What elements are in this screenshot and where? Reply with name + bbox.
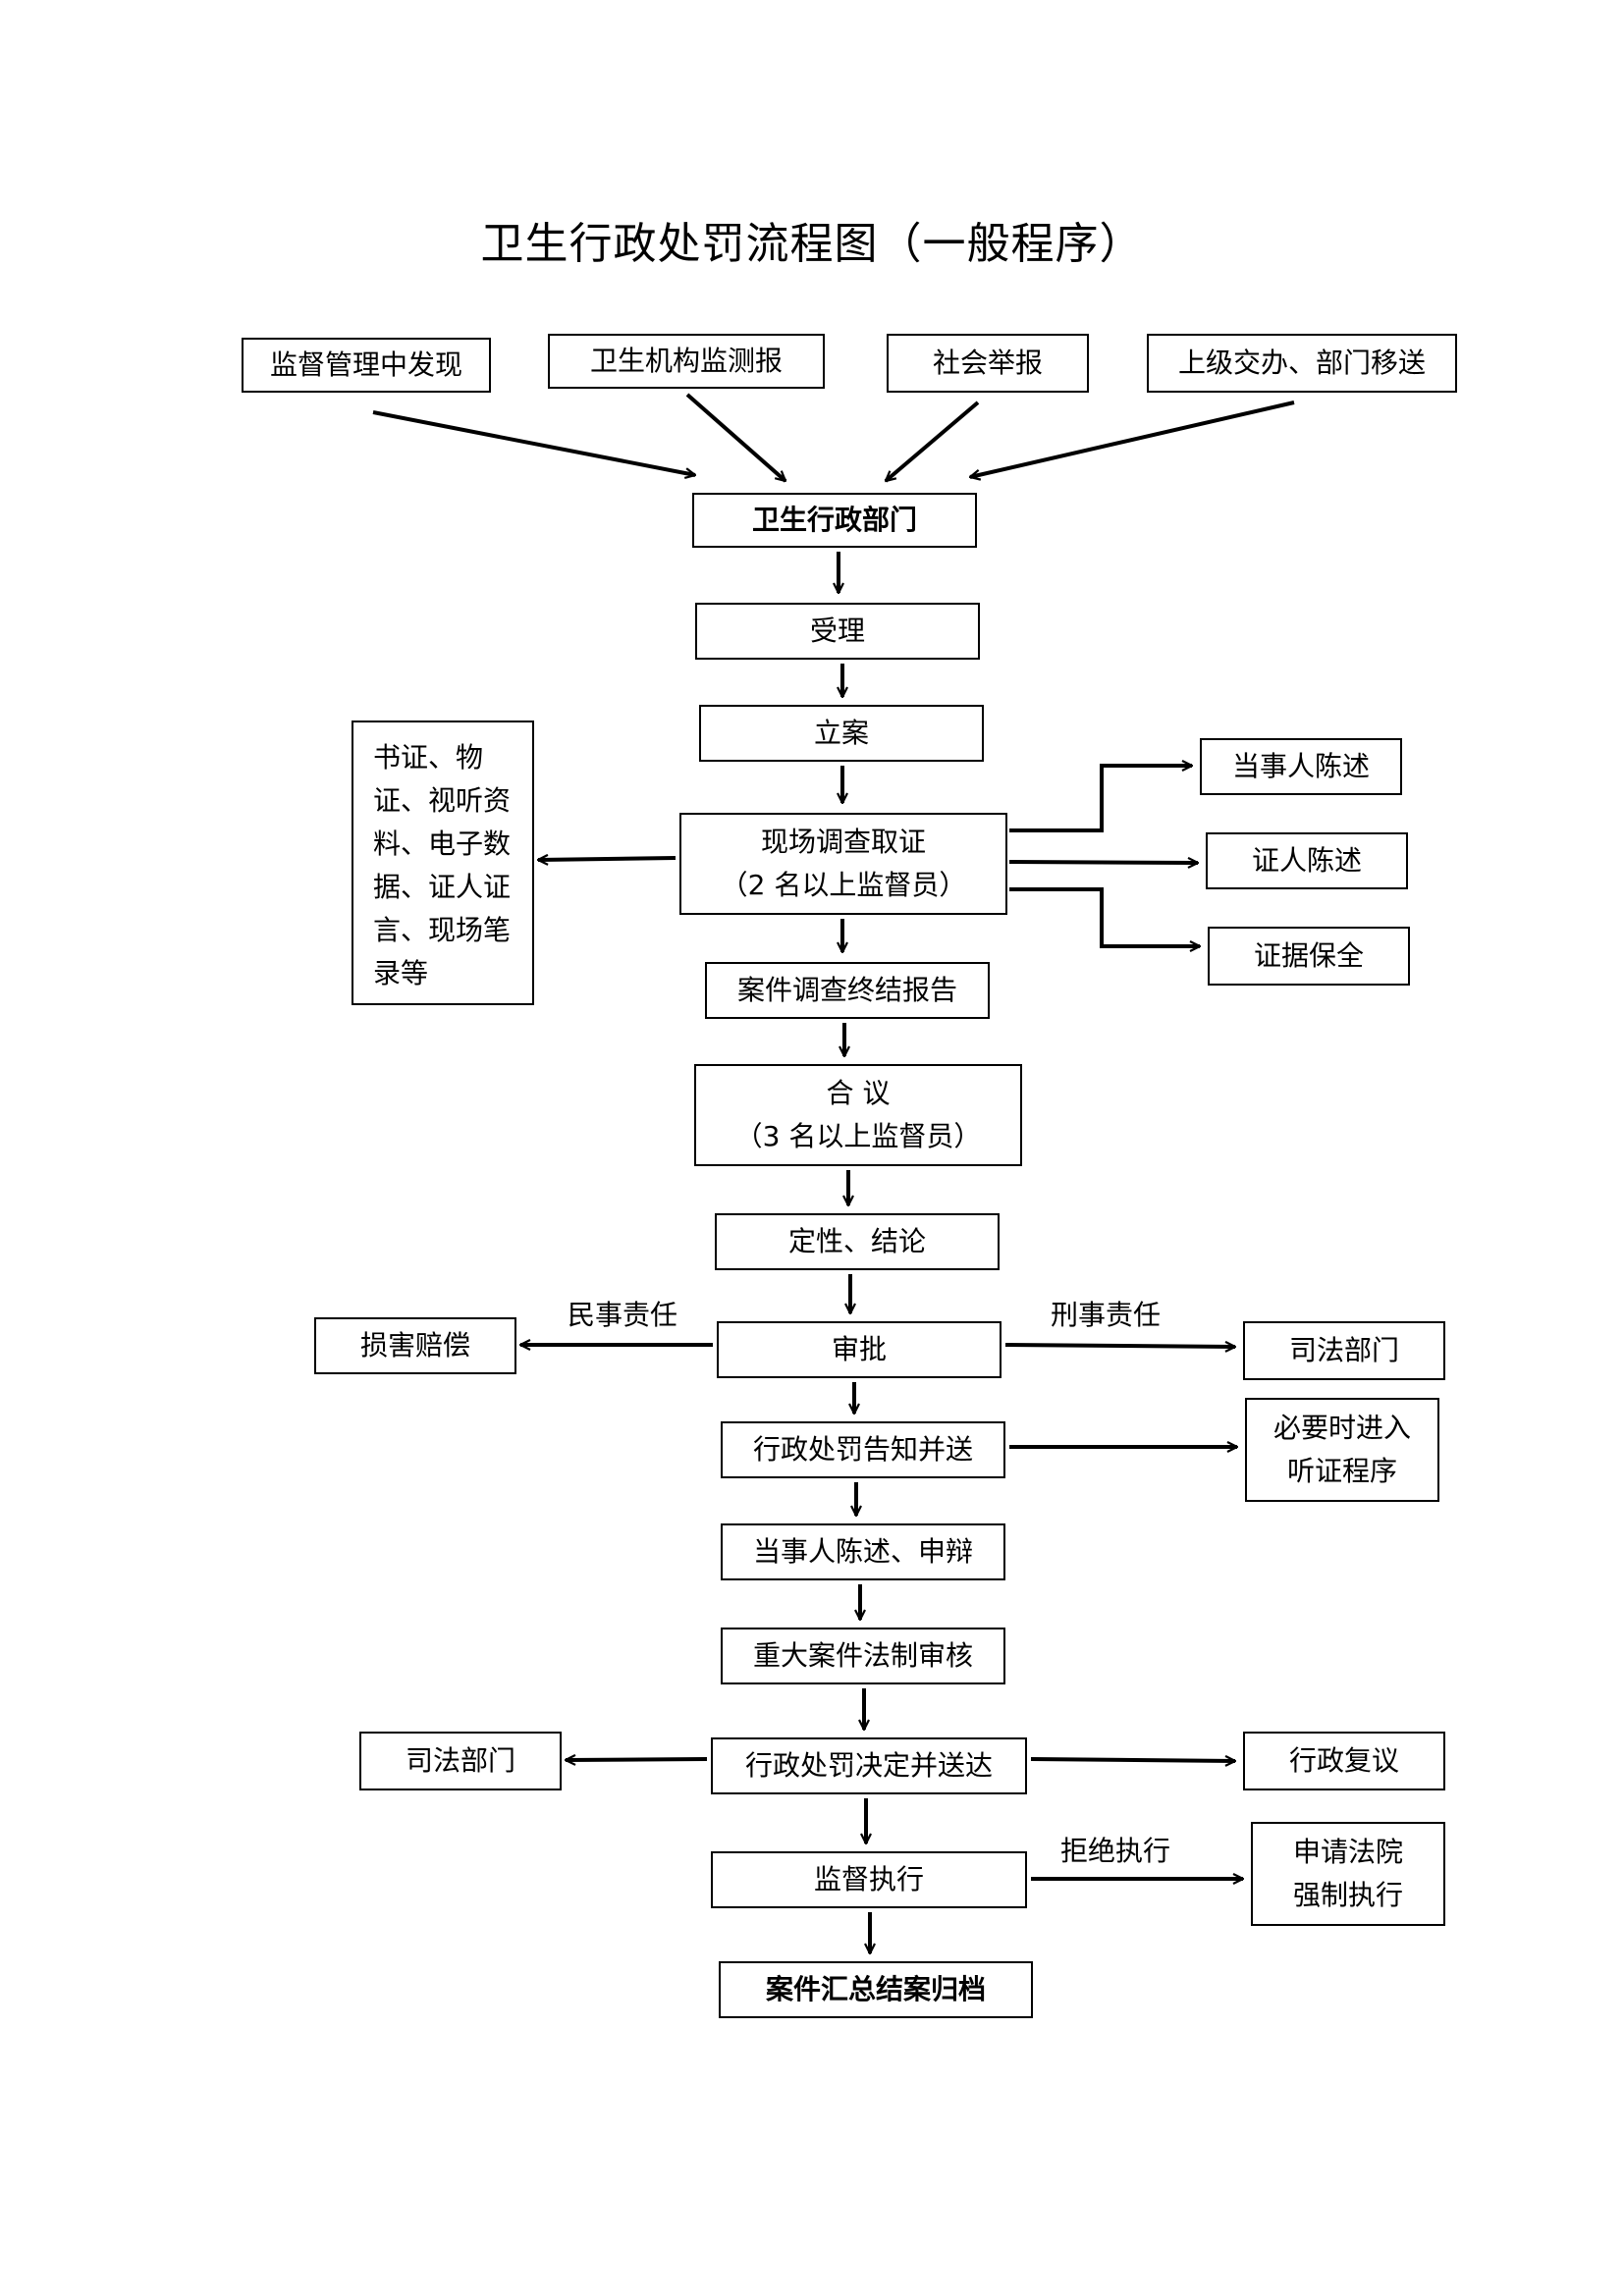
step-collegial-meeting-label: 合 议	[826, 1077, 891, 1109]
arrow-source3-dept	[886, 400, 980, 481]
label-refuse-execution: 拒绝执行	[1060, 1835, 1171, 1867]
arrow-source4-dept	[970, 400, 1295, 477]
arrow-decision-review	[1030, 1759, 1235, 1761]
step-conclusion: 定性、结论	[715, 1213, 1000, 1270]
administrative-review-label: 行政复议	[1288, 1744, 1399, 1777]
evidence-preservation: 证据保全	[1208, 927, 1410, 986]
step-accept-label: 受理	[809, 614, 865, 647]
court-enforcement-line2: 强制执行	[1292, 1879, 1403, 1911]
step-party-defense: 当事人陈述、申辩	[721, 1523, 1005, 1580]
step-accept: 受理	[695, 603, 980, 660]
arrow-investigate-witness	[1008, 862, 1198, 863]
source-referral-label: 上级交办、部门移送	[1177, 347, 1426, 379]
step-legal-review-label: 重大案件法制审核	[752, 1639, 973, 1672]
arrow-investigate-party	[1009, 766, 1192, 832]
administrative-review: 行政复议	[1243, 1732, 1445, 1790]
step-investigation-note: （2 名以上监督员）	[720, 869, 967, 901]
hearing-procedure-line1: 必要时进入	[1272, 1412, 1411, 1444]
party-statement-label: 当事人陈述	[1231, 750, 1370, 782]
step-decision: 行政处罚决定并送达	[711, 1737, 1027, 1794]
judicial-dept: 司法部门	[359, 1732, 562, 1790]
step-file-case-label: 立案	[813, 717, 869, 749]
evidence-line: 证、视听资	[373, 784, 512, 817]
step-file-case: 立案	[699, 705, 984, 762]
arrow-decision-judicial	[566, 1759, 708, 1760]
arrow-investigate-evidence	[538, 858, 677, 860]
label-criminal-liability: 刑事责任	[1051, 1299, 1162, 1331]
judicial-dept-criminal-label: 司法部门	[1288, 1334, 1399, 1366]
source-monitoring-label: 卫生机构监测报	[589, 345, 783, 377]
source-supervision-label: 监督管理中发现	[269, 348, 462, 381]
step-supervise-execution-label: 监督执行	[813, 1863, 924, 1896]
step-archive: 案件汇总结案归档	[719, 1961, 1033, 2018]
source-referral: 上级交办、部门移送	[1147, 334, 1457, 393]
evidence-preservation-label: 证据保全	[1253, 939, 1364, 972]
page-title: 卫生行政处罚流程图（一般程序）	[480, 219, 1144, 269]
judicial-dept-criminal: 司法部门	[1243, 1321, 1445, 1380]
source-public-report: 社会举报	[887, 334, 1089, 393]
step-archive-label: 案件汇总结案归档	[765, 1973, 986, 2005]
source-public-report-label: 社会举报	[932, 347, 1043, 379]
court-enforcement: 申请法院 强制执行	[1251, 1822, 1445, 1926]
step-investigation-label: 现场调查取证	[760, 826, 926, 858]
health-admin-dept: 卫生行政部门	[692, 493, 977, 548]
step-approval-label: 审批	[831, 1333, 887, 1365]
witness-statement-label: 证人陈述	[1251, 844, 1362, 877]
arrow-source2-dept	[685, 393, 785, 481]
hearing-procedure: 必要时进入 听证程序	[1245, 1398, 1439, 1502]
damages-compensation: 损害赔偿	[314, 1317, 516, 1374]
damages-compensation-label: 损害赔偿	[359, 1329, 470, 1362]
step-conclusion-label: 定性、结论	[787, 1225, 926, 1257]
source-monitoring: 卫生机构监测报	[548, 334, 825, 389]
step-collegial-meeting-note: （3 名以上监督员）	[734, 1120, 982, 1152]
step-investigation: 现场调查取证 （2 名以上监督员）	[679, 813, 1007, 915]
arrow-approve-judicial	[1004, 1345, 1235, 1347]
step-legal-review: 重大案件法制审核	[721, 1628, 1005, 1684]
evidence-line: 料、电子数	[373, 828, 512, 860]
step-party-defense-label: 当事人陈述、申辩	[752, 1535, 973, 1568]
step-collegial-meeting: 合 议 （3 名以上监督员）	[694, 1064, 1022, 1166]
evidence-line: 录等	[373, 957, 429, 989]
evidence-line: 据、证人证	[373, 871, 512, 903]
source-supervision: 监督管理中发现	[242, 338, 491, 393]
step-supervise-execution: 监督执行	[711, 1851, 1027, 1908]
judicial-dept-label: 司法部门	[405, 1744, 515, 1777]
court-enforcement-line1: 申请法院	[1292, 1836, 1403, 1868]
health-admin-dept-label: 卫生行政部门	[751, 504, 917, 536]
arrow-source1-dept	[372, 410, 695, 475]
step-notification: 行政处罚告知并送	[721, 1421, 1005, 1478]
step-notification-label: 行政处罚告知并送	[752, 1433, 973, 1466]
witness-statement: 证人陈述	[1206, 832, 1408, 889]
hearing-procedure-line2: 听证程序	[1286, 1455, 1397, 1487]
party-statement: 当事人陈述	[1200, 738, 1402, 795]
label-civil-liability: 民事责任	[568, 1299, 678, 1331]
step-investigation-report-label: 案件调查终结报告	[736, 974, 957, 1006]
step-decision-label: 行政处罚决定并送达	[744, 1749, 993, 1782]
evidence-line: 书证、物	[373, 741, 484, 774]
step-approval: 审批	[717, 1321, 1001, 1378]
arrow-investigate-preserve	[1009, 887, 1200, 946]
evidence-types: 书证、物 证、视听资 料、电子数 据、证人证 言、现场笔 录等	[352, 721, 534, 1005]
evidence-line: 言、现场笔	[373, 914, 512, 946]
step-investigation-report: 案件调查终结报告	[705, 962, 990, 1019]
